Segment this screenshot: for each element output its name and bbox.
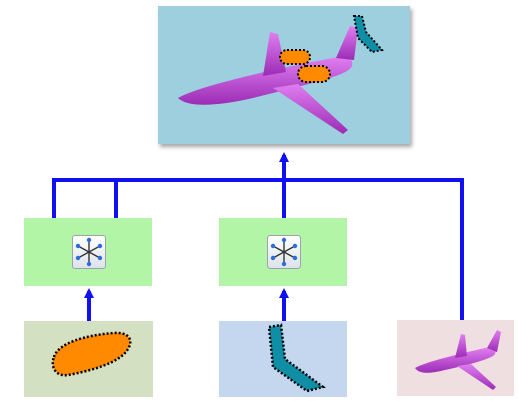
asterisk-network-icon xyxy=(72,235,106,269)
connector-bus xyxy=(52,178,464,322)
orange-engine-part-icon xyxy=(51,331,132,377)
composite-node-middle xyxy=(219,218,347,286)
input-plane-panel xyxy=(397,320,514,396)
input-tail-panel xyxy=(219,321,347,397)
teal-tail-part-icon xyxy=(267,323,326,393)
airplane-icon xyxy=(415,330,501,390)
composite-node-left xyxy=(24,218,152,286)
input-engine-panel xyxy=(24,321,153,397)
asterisk-network-icon xyxy=(267,235,301,269)
airplane-with-overlay-parts-icon xyxy=(178,15,384,134)
output-panel xyxy=(158,6,410,144)
